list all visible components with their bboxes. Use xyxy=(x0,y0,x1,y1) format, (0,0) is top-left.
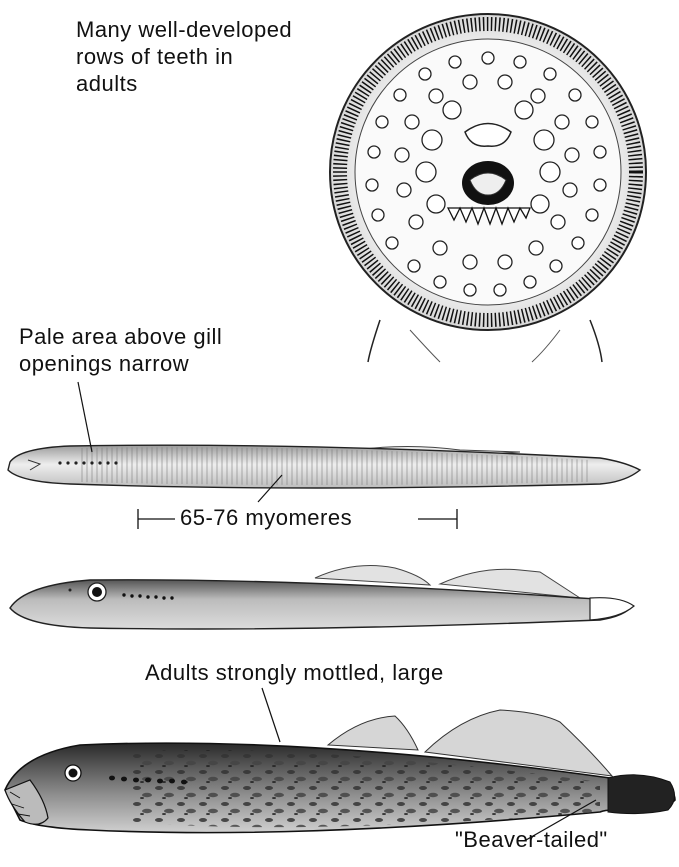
label-mottled: Adults strongly mottled, large xyxy=(145,659,444,686)
label-teeth-line-3: adults xyxy=(76,70,292,97)
label-pale-area-line-1: Pale area above gill xyxy=(19,323,222,350)
label-teeth-line-2: rows of teeth in xyxy=(76,43,292,70)
oral-disc-drawing xyxy=(330,14,646,362)
label-pale-area-line-2: openings narrow xyxy=(19,350,222,377)
label-beaver-tailed: "Beaver-tailed" xyxy=(455,826,608,853)
label-teeth: Many well-developed rows of teeth in adu… xyxy=(76,16,292,97)
lamprey-transforming-drawing xyxy=(10,566,634,629)
lamprey-juvenile-drawing xyxy=(8,382,640,502)
label-teeth-line-1: Many well-developed xyxy=(76,16,292,43)
lamprey-adult-drawing xyxy=(5,688,675,840)
label-pale-area: Pale area above gill openings narrow xyxy=(19,323,222,377)
label-myomeres: 65-76 myomeres xyxy=(180,504,352,531)
